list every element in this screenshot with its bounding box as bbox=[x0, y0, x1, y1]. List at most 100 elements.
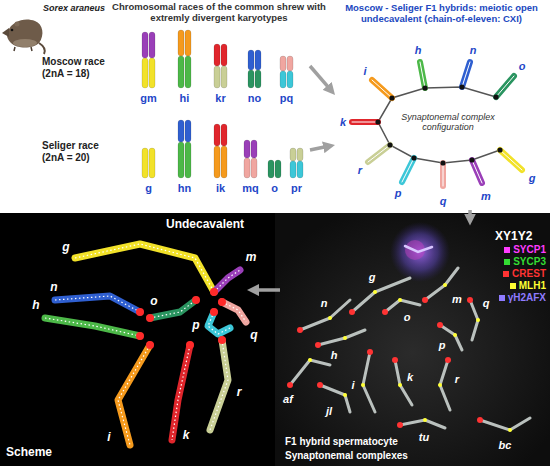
chromatid bbox=[214, 124, 220, 146]
chromosome-label: ik bbox=[216, 183, 225, 194]
arm-label: h bbox=[32, 299, 39, 311]
arm-label: q bbox=[440, 196, 447, 207]
chromatid bbox=[214, 44, 220, 66]
mlh1-dot bbox=[361, 383, 365, 387]
sc-arm bbox=[402, 158, 414, 182]
legend-text: CREST bbox=[512, 268, 546, 279]
mlh1-dot bbox=[373, 290, 377, 294]
chromosome-label: kr bbox=[215, 93, 225, 104]
crest-dot bbox=[349, 309, 355, 315]
chromatid bbox=[142, 32, 148, 58]
mlh1-dot bbox=[398, 298, 402, 302]
sc-thread bbox=[320, 385, 350, 412]
sc-axis bbox=[368, 145, 390, 162]
chromatid bbox=[297, 161, 303, 178]
chromatid bbox=[290, 148, 296, 161]
sc-thread bbox=[352, 278, 410, 312]
centromere-dot bbox=[387, 142, 392, 147]
scheme-band bbox=[55, 296, 140, 312]
centromere-dot bbox=[422, 85, 427, 90]
sex-chromosome-label: XY1Y2 bbox=[495, 230, 532, 244]
scheme-band bbox=[214, 270, 240, 292]
sc-axis bbox=[402, 158, 414, 182]
scheme-axis bbox=[172, 345, 190, 440]
scheme-band bbox=[118, 345, 150, 445]
sex-body-glow bbox=[390, 222, 450, 282]
chromatid bbox=[275, 160, 281, 178]
scheme-axis bbox=[208, 312, 230, 334]
scheme-axes bbox=[45, 244, 246, 445]
race-block: Moscow race (2nA = 18) bbox=[40, 28, 310, 108]
legend-swatch bbox=[510, 283, 516, 289]
sc-axis bbox=[420, 62, 425, 88]
crest-dot bbox=[315, 342, 321, 348]
centromere-dot bbox=[210, 308, 218, 316]
legend-swatch bbox=[504, 247, 510, 253]
mlh1-dot bbox=[508, 428, 512, 432]
chromatid bbox=[178, 142, 184, 178]
mlh1-dot bbox=[343, 393, 347, 397]
sc-arm bbox=[352, 119, 378, 125]
centromere-dot bbox=[493, 94, 498, 99]
scheme-band bbox=[210, 340, 228, 430]
race-block: Seliger race (2nA = 20) bbox=[40, 112, 310, 197]
chromatid bbox=[255, 70, 261, 88]
sc-arm bbox=[472, 160, 482, 183]
arm-label: i bbox=[363, 66, 366, 77]
centromere-dot bbox=[146, 341, 154, 349]
shrew-feet bbox=[14, 47, 32, 51]
crest-dot bbox=[382, 309, 388, 315]
chromatid bbox=[185, 30, 191, 56]
chromosome-label: mq bbox=[242, 183, 259, 194]
legend-row: MLH1 bbox=[462, 280, 546, 292]
panel-caption: Synaptonemal complexes bbox=[285, 450, 408, 462]
scheme-axis bbox=[118, 345, 150, 445]
arm-label: m bbox=[452, 294, 462, 305]
arm-label: h bbox=[415, 45, 422, 56]
shrew-snout bbox=[2, 28, 9, 37]
legend-text: SYCP1 bbox=[513, 244, 546, 255]
sc-thread bbox=[363, 352, 375, 412]
flow-arrow bbox=[310, 66, 329, 88]
crest-foci bbox=[287, 297, 483, 428]
mlh1-dot bbox=[343, 336, 347, 340]
centromere-dot bbox=[218, 336, 226, 344]
figure-title: Chromosomal races of the common shrew wi… bbox=[108, 2, 330, 24]
mlh1-dot bbox=[453, 333, 457, 337]
chromatid bbox=[221, 146, 227, 178]
micrograph-ground bbox=[275, 213, 550, 466]
chain-configuration bbox=[352, 62, 522, 186]
legend-row: γH2AFX bbox=[462, 292, 546, 304]
chain-backbone bbox=[378, 87, 500, 163]
scheme-axis bbox=[222, 302, 246, 322]
mlh1-foci bbox=[308, 283, 512, 432]
centromere-dot bbox=[469, 157, 474, 162]
sc-threads bbox=[290, 268, 530, 430]
arm-label: g bbox=[62, 241, 69, 253]
mlh1-dot bbox=[423, 418, 427, 422]
chromatid bbox=[255, 50, 261, 70]
arm-label: k bbox=[183, 429, 190, 441]
arm-label: q bbox=[483, 298, 490, 309]
arm-label: i bbox=[107, 431, 110, 443]
arm-label: n bbox=[470, 45, 477, 56]
race-name: Seliger race (2nA = 20) bbox=[42, 140, 120, 163]
legend-row: CREST bbox=[462, 268, 546, 280]
legend-text: γH2AFX bbox=[508, 292, 546, 303]
sc-axis bbox=[372, 80, 392, 98]
chromatid bbox=[287, 71, 293, 88]
configuration-caption: Synaptonemal complex configuration bbox=[396, 112, 500, 133]
race-name: Moscow race (2nA = 18) bbox=[42, 56, 120, 79]
centromere-dots bbox=[375, 84, 502, 165]
scheme-axis bbox=[75, 244, 214, 292]
undecavalent-scheme bbox=[45, 244, 246, 445]
mlh1-dot bbox=[398, 383, 402, 387]
panel-caption: F1 hybrid spermatocyte bbox=[285, 436, 398, 448]
legend-row: SYCP3 bbox=[462, 256, 546, 268]
chromatid bbox=[178, 30, 184, 56]
centromere-dot bbox=[136, 332, 144, 340]
sc-axis bbox=[462, 62, 470, 87]
scheme-axis bbox=[55, 296, 140, 312]
chromosome-label: gm bbox=[140, 93, 157, 104]
arm-label: h bbox=[331, 350, 338, 361]
